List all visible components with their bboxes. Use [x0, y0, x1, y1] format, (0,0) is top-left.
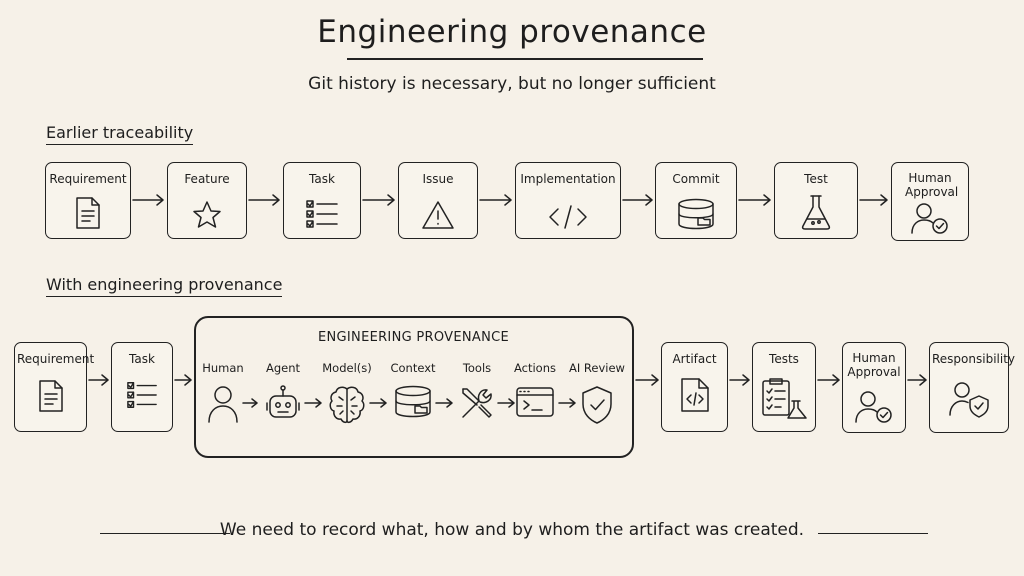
engineering-provenance-box	[194, 316, 634, 458]
earlier-node-feature: Feature	[167, 162, 247, 239]
step-label: Human	[202, 361, 244, 375]
flask-icon	[801, 195, 831, 230]
arrow-icon	[369, 398, 387, 408]
terminal-icon	[516, 387, 554, 417]
arrow-icon	[248, 194, 280, 206]
user-check-icon	[855, 391, 892, 423]
arrow-icon	[132, 194, 164, 206]
step-label: Agent	[265, 361, 301, 375]
checklist-icon	[127, 382, 157, 408]
robot-icon	[266, 385, 300, 418]
prov-node-artifact: Artifact	[661, 342, 728, 432]
provenance-step-models: Model(s)	[321, 361, 373, 425]
earlier-node-test: Test	[774, 162, 858, 239]
node-label: Task	[309, 172, 335, 186]
provenance-step-ai-review: AI Review	[568, 361, 626, 425]
person-icon	[208, 386, 238, 423]
tools-icon	[462, 388, 492, 418]
node-label: Human Approval	[905, 171, 959, 199]
footer-rule-left	[100, 533, 230, 534]
user-check-icon	[911, 203, 948, 234]
page-title: Engineering provenance	[317, 14, 707, 50]
prov-node-requirement: Requirement	[14, 342, 95, 432]
user-shield-icon	[949, 382, 989, 418]
document-icon	[76, 197, 100, 229]
arrow-icon	[362, 194, 395, 206]
earlier-node-implementation: Implementation	[515, 162, 621, 239]
node-label: Responsibility	[932, 352, 1016, 366]
footer-statement: We need to record what, how and by whom …	[219, 520, 805, 540]
title-underline	[347, 58, 703, 60]
provenance-box-title: ENGINEERING PROVENANCE	[318, 330, 510, 345]
document-icon	[38, 380, 63, 412]
earlier-node-issue: Issue	[398, 162, 478, 239]
arrow-icon	[622, 194, 653, 206]
page-subtitle: Git history is necessary, but no longer …	[308, 74, 716, 94]
star-icon	[193, 201, 221, 228]
prov-node-responsibility: Responsibility	[929, 342, 1016, 433]
earlier-node-commit: Commit	[655, 162, 737, 239]
node-label: Issue	[422, 172, 454, 186]
step-label: AI Review	[569, 361, 625, 375]
arrow-icon	[738, 194, 771, 206]
shield-check-icon	[582, 386, 612, 424]
test-checklist-icon	[762, 378, 807, 419]
arrow-icon	[174, 374, 192, 386]
arrow-icon	[242, 398, 258, 408]
earlier-node-human-approval: Human Approval	[891, 162, 969, 241]
provenance-step-tools: Tools	[451, 361, 503, 421]
warning-icon	[422, 201, 454, 229]
brain-icon	[329, 386, 365, 424]
step-label: Context	[390, 361, 436, 375]
arrow-icon	[435, 398, 453, 408]
node-label: Requirement	[17, 352, 95, 366]
footer-rule-right	[818, 533, 928, 534]
step-label: Model(s)	[322, 361, 372, 375]
arrow-icon	[497, 398, 515, 408]
arrow-icon	[907, 374, 927, 386]
code-icon	[549, 205, 587, 229]
node-label: Task	[129, 352, 155, 366]
arrow-icon	[304, 398, 322, 408]
prov-node-human-approval: Human Approval	[842, 342, 906, 433]
node-label: Test	[804, 172, 828, 186]
node-label: Implementation	[520, 172, 616, 186]
node-label: Requirement	[49, 172, 127, 186]
provenance-step-context: Context	[387, 361, 439, 419]
provenance-step-human: Human	[197, 361, 249, 423]
prov-node-tests: Tests	[752, 342, 816, 432]
arrow-icon	[859, 194, 888, 206]
earlier-node-task: Task	[283, 162, 361, 239]
earlier-node-requirement: Requirement	[45, 162, 131, 239]
node-label: Tests	[769, 352, 799, 366]
arrow-icon	[729, 374, 750, 386]
step-label: Tools	[462, 361, 492, 375]
database-icon	[678, 198, 714, 230]
node-label: Artifact	[672, 352, 717, 366]
database-icon	[395, 385, 431, 418]
arrow-icon	[479, 194, 512, 206]
node-label: Feature	[184, 172, 230, 186]
provenance-step-agent: Agent	[257, 361, 309, 423]
prov-node-task: Task	[111, 342, 173, 432]
node-label: Commit	[672, 172, 720, 186]
provenance-step-actions: Actions	[509, 361, 561, 419]
arrow-icon	[635, 374, 659, 386]
checklist-icon	[306, 200, 338, 228]
arrow-icon	[817, 374, 840, 386]
section-label-with-provenance: With engineering provenance	[46, 275, 283, 297]
arrow-icon	[88, 374, 109, 386]
arrow-icon	[558, 398, 576, 408]
step-label: Actions	[513, 361, 556, 375]
node-label: Human Approval	[847, 351, 901, 379]
section-label-earlier: Earlier traceability	[46, 123, 194, 145]
code-file-icon	[680, 378, 709, 412]
